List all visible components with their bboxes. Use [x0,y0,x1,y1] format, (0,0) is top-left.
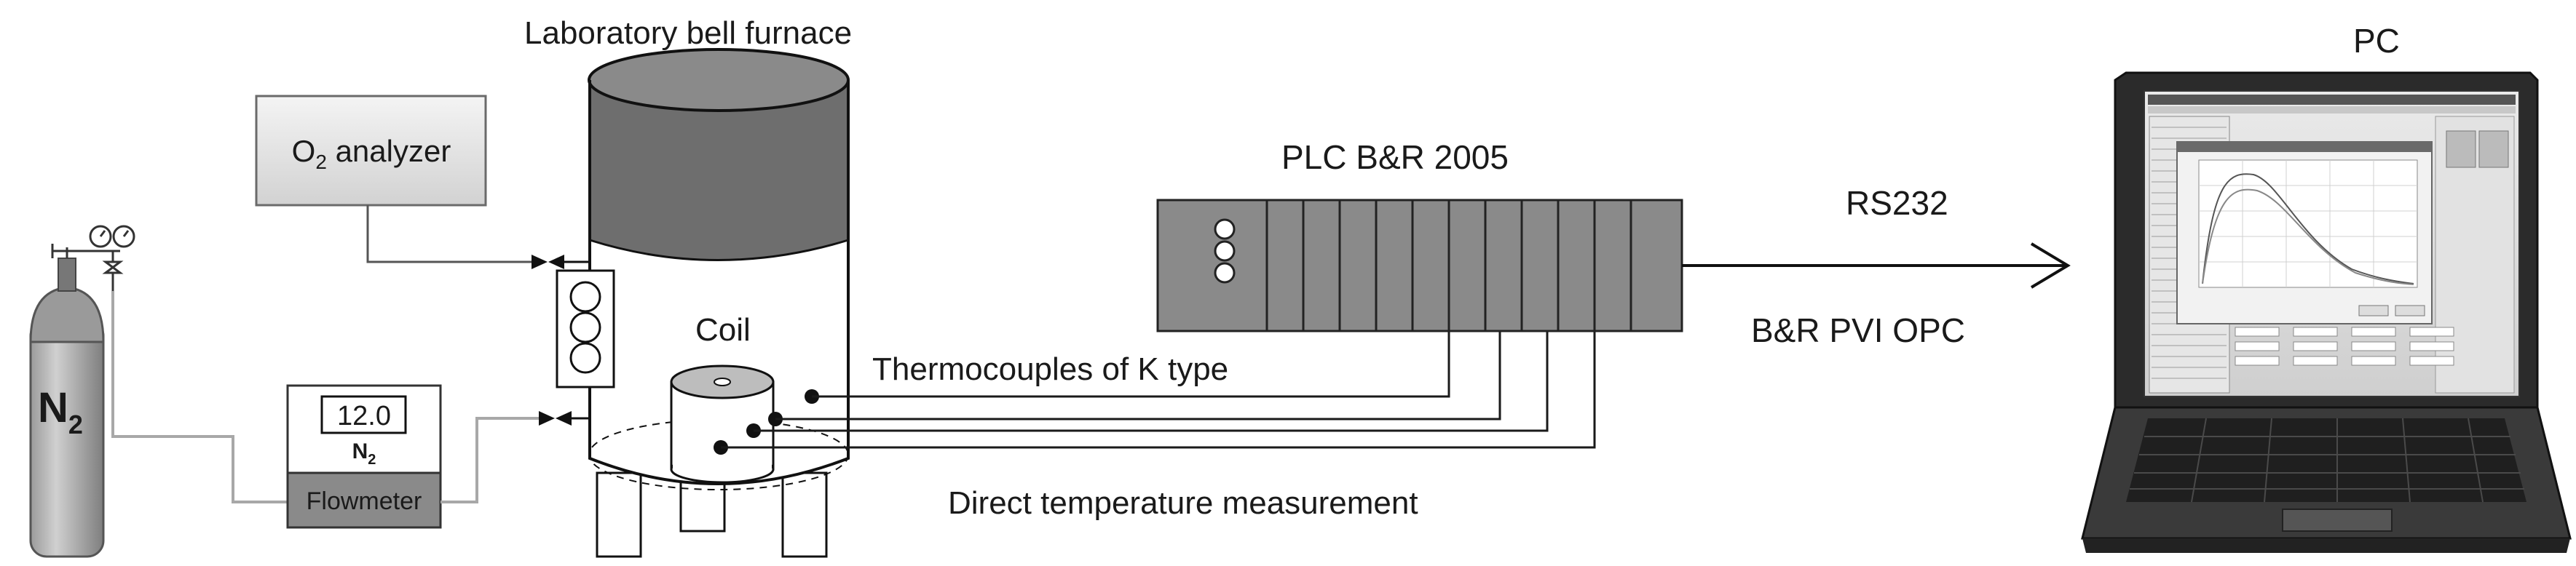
o2-valve-icon [532,255,590,269]
coil-label: Coil [695,312,751,348]
pc-laptop [2081,71,2572,553]
svg-text:O2 analyzer: O2 analyzer [292,134,451,173]
flowmeter-reading: 12.0 [337,401,391,431]
flowmeter-label: Flowmeter [307,487,422,515]
rs232-label: RS232 [1846,184,1948,222]
bell-furnace [588,48,850,558]
thermocouple-wires [721,331,1596,449]
rs232-arrow [1682,242,2071,289]
regulator-icon [51,225,135,291]
plc-label: PLC B&R 2005 [1281,138,1509,176]
pc-label: PC [2353,22,2400,60]
n2-valve-icon [539,411,590,426]
flowmeter: 12.0 N2 Flowmeter [286,384,442,529]
gas-line-to-flowmeter [111,291,288,503]
coil [670,364,775,484]
n2-cylinder: N2 [29,258,105,558]
n2-cylinder-label: N2 [38,384,83,439]
furnace-label: Laboratory bell furnace [524,15,852,51]
furnace-heater-panel [556,269,615,388]
direct-measurement-label: Direct temperature measurement [948,485,1418,521]
plc-rack [1156,199,1683,332]
o2-sample-line [366,205,532,263]
thermocouples-label: Thermocouples of K type [872,351,1228,387]
pvi-label: B&R PVI OPC [1751,311,1965,349]
flowmeter-gas: N2 [352,439,376,468]
gas-line-to-furnace [440,417,539,503]
o2-analyzer: O2 analyzer [255,95,487,207]
